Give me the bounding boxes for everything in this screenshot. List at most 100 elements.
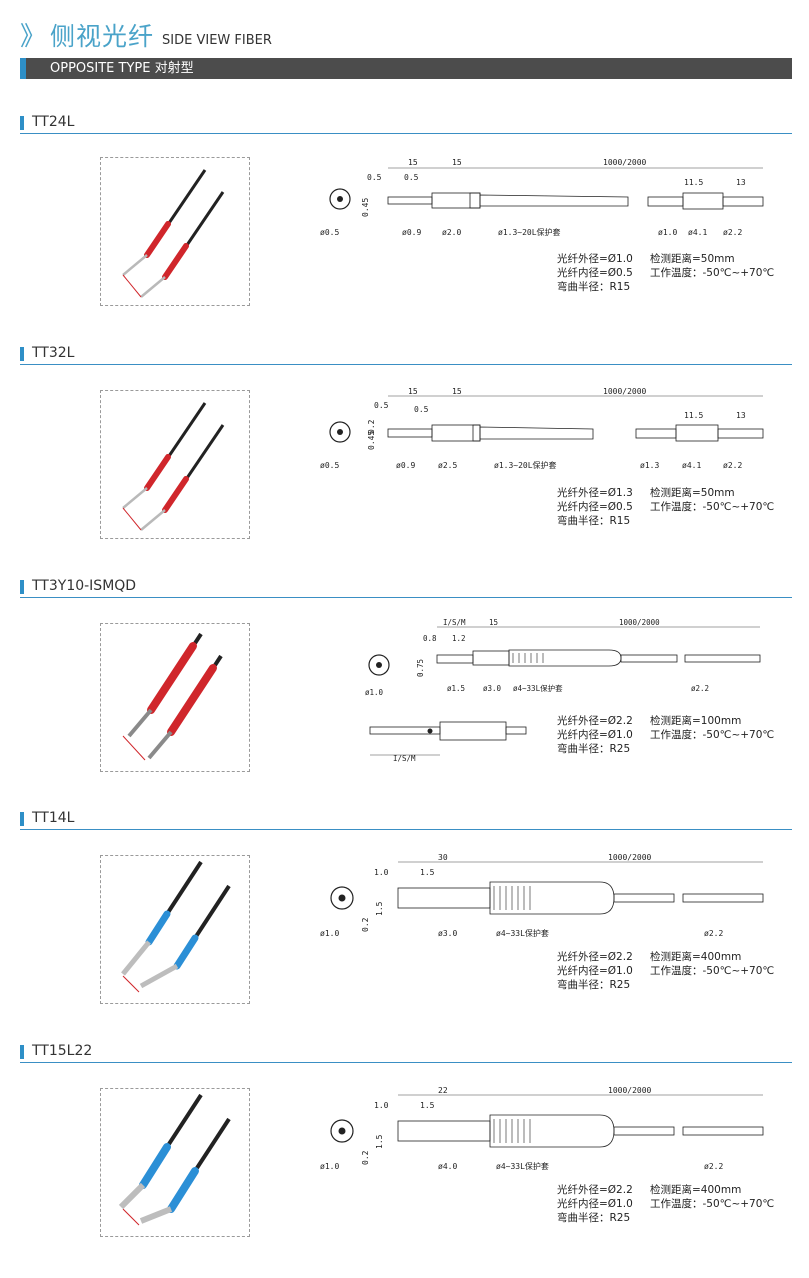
model-name: TT14L bbox=[32, 810, 75, 826]
svg-text:ø1.5: ø1.5 bbox=[447, 684, 465, 693]
category-bar-accent bbox=[20, 58, 26, 79]
svg-text:0.8: 0.8 bbox=[423, 634, 437, 643]
svg-text:ø1.0: ø1.0 bbox=[320, 929, 339, 938]
svg-text:1.5: 1.5 bbox=[375, 901, 384, 916]
svg-text:ø1.0: ø1.0 bbox=[320, 1162, 339, 1171]
svg-text:ø1.3~20L保护套: ø1.3~20L保护套 bbox=[494, 460, 557, 470]
svg-text:0.45: 0.45 bbox=[367, 431, 376, 450]
product-photo-tt15l22 bbox=[100, 1088, 250, 1237]
svg-text:1.0: 1.0 bbox=[374, 868, 389, 877]
svg-text:ø0.5: ø0.5 bbox=[320, 228, 339, 237]
svg-text:0.2: 0.2 bbox=[367, 419, 376, 434]
svg-text:0.5: 0.5 bbox=[404, 173, 419, 182]
svg-text:22: 22 bbox=[438, 1086, 448, 1095]
svg-text:ø3.0: ø3.0 bbox=[483, 684, 502, 693]
svg-text:1.5: 1.5 bbox=[420, 868, 435, 877]
page-header: 》 侧视光纤 SIDE VIEW FIBER bbox=[20, 16, 272, 52]
svg-text:1000/2000: 1000/2000 bbox=[603, 388, 647, 396]
svg-text:15: 15 bbox=[489, 618, 498, 627]
svg-text:ø4.1: ø4.1 bbox=[682, 461, 701, 470]
product-photo-tt24l bbox=[100, 157, 250, 306]
svg-text:ø0.9: ø0.9 bbox=[402, 228, 421, 237]
svg-text:ø4~33L保护套: ø4~33L保护套 bbox=[513, 683, 563, 693]
svg-text:ø1.0: ø1.0 bbox=[365, 688, 384, 697]
category-bar-label: OPPOSITE TYPE 对射型 bbox=[50, 61, 194, 76]
header-title-en: SIDE VIEW FIBER bbox=[162, 33, 272, 48]
svg-text:ø2.2: ø2.2 bbox=[704, 929, 723, 938]
section-title-tt24l: TT24L bbox=[20, 113, 792, 134]
model-name: TT3Y10-ISMQD bbox=[32, 578, 137, 594]
svg-text:1.5: 1.5 bbox=[420, 1101, 435, 1110]
svg-text:15: 15 bbox=[408, 158, 418, 167]
svg-text:ø2.2: ø2.2 bbox=[723, 228, 742, 237]
svg-text:0.45: 0.45 bbox=[361, 198, 370, 217]
section-marker bbox=[20, 580, 24, 594]
svg-text:ø1.3~20L保护套: ø1.3~20L保护套 bbox=[498, 227, 561, 237]
svg-text:ø4.1: ø4.1 bbox=[688, 228, 707, 237]
svg-text:11.5: 11.5 bbox=[684, 411, 703, 420]
svg-text:15: 15 bbox=[452, 158, 462, 167]
svg-text:ø4~33L保护套: ø4~33L保护套 bbox=[496, 1161, 549, 1171]
svg-text:0.2: 0.2 bbox=[361, 1150, 370, 1165]
model-name: TT24L bbox=[32, 114, 75, 130]
svg-text:ø2.2: ø2.2 bbox=[723, 461, 742, 470]
svg-text:ø4~33L保护套: ø4~33L保护套 bbox=[496, 928, 549, 938]
svg-text:ø2.2: ø2.2 bbox=[691, 684, 709, 693]
drawing-tt15l22: 22 1000/2000 1.0 1.5 1.5 0.2 ø1.0 ø4.0 ø… bbox=[318, 1083, 778, 1187]
drawing-tt3y10: I/S/M 15 1000/2000 0.8 1.2 0.75 ø1.5 ø3.… bbox=[355, 615, 775, 769]
drawing-tt32l: 15 15 1000/2000 0.5 0.5 0.45 0.2 11.5 13… bbox=[318, 387, 778, 482]
model-name: TT32L bbox=[32, 345, 75, 361]
header-title-cn: 侧视光纤 bbox=[50, 22, 155, 51]
svg-text:ø4.0: ø4.0 bbox=[438, 1162, 457, 1171]
svg-text:ø2.0: ø2.0 bbox=[442, 228, 461, 237]
svg-text:0.75: 0.75 bbox=[416, 659, 425, 677]
svg-text:1.0: 1.0 bbox=[374, 1101, 389, 1110]
section-title-tt15l22: TT15L22 bbox=[20, 1042, 792, 1063]
section-marker bbox=[20, 812, 24, 826]
svg-text:1.2: 1.2 bbox=[452, 634, 466, 643]
section-marker bbox=[20, 1045, 24, 1059]
svg-text:11.5: 11.5 bbox=[684, 178, 703, 187]
svg-text:ø3.0: ø3.0 bbox=[438, 929, 457, 938]
drawing-tt14l: 30 1000/2000 1.0 1.5 1.5 0.2 ø1.0 ø3.0 ø… bbox=[318, 850, 778, 954]
svg-text:1.5: 1.5 bbox=[375, 1134, 384, 1149]
svg-text:1000/2000: 1000/2000 bbox=[608, 853, 652, 862]
svg-text:0.5: 0.5 bbox=[374, 401, 389, 410]
svg-text:0.5: 0.5 bbox=[367, 173, 382, 182]
svg-text:0.5: 0.5 bbox=[414, 405, 429, 414]
svg-text:30: 30 bbox=[438, 853, 448, 862]
product-photo-tt32l bbox=[100, 390, 250, 539]
section-marker bbox=[20, 116, 24, 130]
svg-text:ø2.2: ø2.2 bbox=[704, 1162, 723, 1171]
svg-text:13: 13 bbox=[736, 178, 746, 187]
svg-text:ø0.5: ø0.5 bbox=[320, 461, 339, 470]
product-photo-tt3y10 bbox=[100, 623, 250, 772]
product-photo-tt14l bbox=[100, 855, 250, 1004]
category-bar: OPPOSITE TYPE 对射型 bbox=[20, 58, 792, 79]
svg-text:ø2.5: ø2.5 bbox=[438, 461, 457, 470]
svg-text:0.2: 0.2 bbox=[361, 917, 370, 932]
svg-text:1000/2000: 1000/2000 bbox=[619, 618, 660, 627]
drawing-tt24l: 15 15 1000/2000 0.5 0.5 0.45 11.5 13 ø0.… bbox=[318, 155, 778, 249]
svg-text:I/S/M: I/S/M bbox=[443, 618, 466, 627]
header-arrow-icon: 》 bbox=[20, 22, 47, 52]
section-title-tt14l: TT14L bbox=[20, 809, 792, 830]
svg-text:1000/2000: 1000/2000 bbox=[603, 158, 647, 167]
svg-text:ø0.9: ø0.9 bbox=[396, 461, 415, 470]
svg-text:13: 13 bbox=[736, 411, 746, 420]
svg-text:15: 15 bbox=[408, 388, 418, 396]
svg-text:ø1.0: ø1.0 bbox=[658, 228, 677, 237]
model-name: TT15L22 bbox=[32, 1043, 93, 1059]
svg-text:1000/2000: 1000/2000 bbox=[608, 1086, 652, 1095]
section-title-tt3y10-ismqd: TT3Y10-ISMQD bbox=[20, 577, 792, 598]
svg-text:ø1.3: ø1.3 bbox=[640, 461, 659, 470]
svg-text:15: 15 bbox=[452, 388, 462, 396]
section-marker bbox=[20, 347, 24, 361]
section-title-tt32l: TT32L bbox=[20, 344, 792, 365]
svg-text:I/S/M: I/S/M bbox=[393, 754, 416, 763]
